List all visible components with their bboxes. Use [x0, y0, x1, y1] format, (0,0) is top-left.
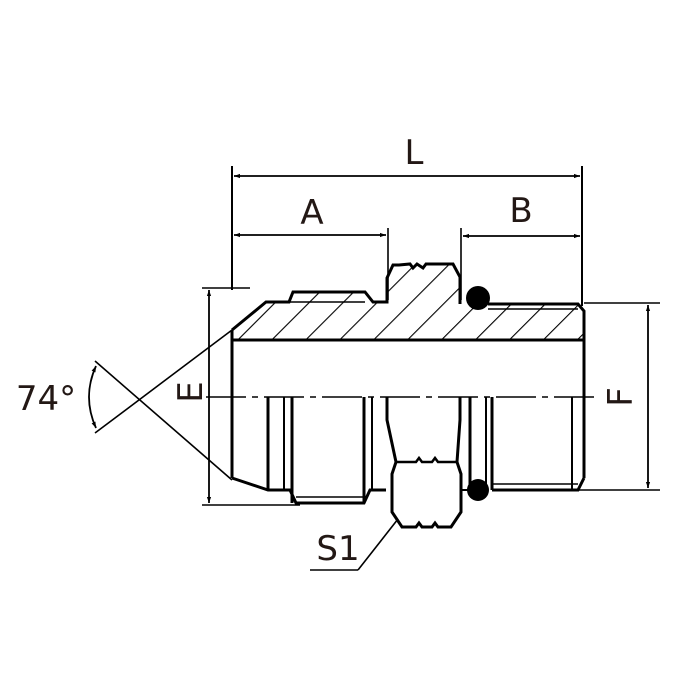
label-F: F	[601, 387, 641, 407]
label-S1: S1	[316, 529, 359, 569]
dimension-F: F	[560, 302, 660, 491]
angle-74: 74°	[16, 329, 233, 481]
dimension-S1: S1	[310, 518, 399, 571]
upper-section	[231, 262, 586, 342]
label-E: E	[171, 381, 211, 402]
o-ring-top	[466, 286, 490, 310]
dimension-L: L	[231, 133, 583, 306]
dimension-B: B	[460, 191, 580, 300]
lower-exterior	[231, 397, 586, 529]
o-ring-bottom	[467, 479, 489, 501]
dimension-E: E	[171, 287, 300, 506]
label-angle: 74°	[16, 379, 76, 419]
dimension-A: A	[234, 193, 389, 300]
label-L: L	[405, 133, 424, 173]
label-A: A	[300, 193, 323, 233]
label-B: B	[509, 191, 532, 231]
